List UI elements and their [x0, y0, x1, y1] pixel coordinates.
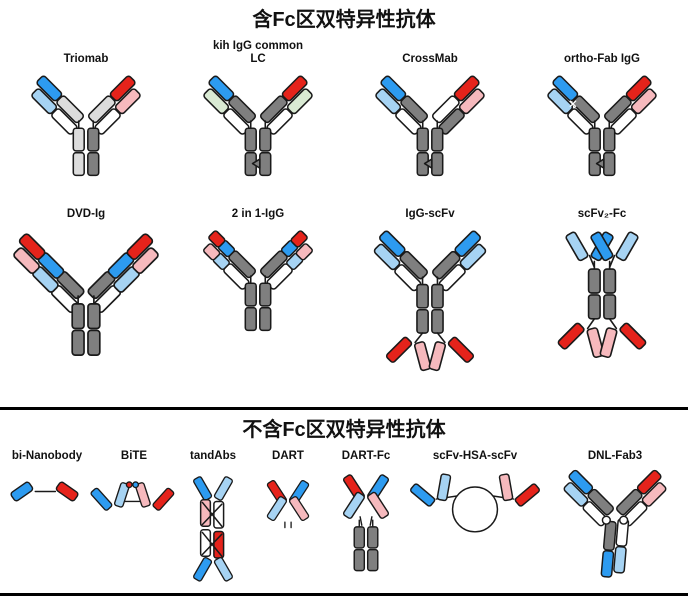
fc-stem: [587, 260, 617, 320]
antibody-label: Triomab: [63, 53, 109, 66]
dnl-module-ring: [601, 515, 611, 525]
scfv-hsa-scfv-structure: [407, 470, 543, 533]
no-fc-section-title: 不含Fc区双特异性抗体: [242, 419, 446, 441]
fc-stem: [71, 295, 101, 356]
fc-stem: [416, 276, 444, 334]
knob-into-hole: [251, 158, 261, 169]
section-divider: [0, 407, 688, 410]
knob-into-hole: [423, 158, 433, 169]
antibody-label: scFv₂-Fc: [577, 208, 627, 221]
no-fc-grid: bi-Nanobody BiTE tandAbs: [0, 442, 688, 588]
domain: [213, 500, 225, 529]
antibody-card-scfv-hsa-scfv: scFv-HSA-scFv: [407, 446, 543, 588]
dvd-ig-structure: [7, 231, 165, 356]
dnl-module-ring: [619, 515, 629, 525]
antibody-label: bi-Nanobody: [11, 450, 83, 463]
dart-structure: [265, 479, 311, 529]
bite-structure: [88, 479, 177, 515]
kih-igg-structure: [198, 74, 318, 177]
antibody-label: kih IgG common LC: [212, 39, 304, 66]
antibody-label: DVD-Ig: [66, 208, 106, 221]
knob-into-hole: [595, 158, 605, 169]
figure-bottom-rule: [0, 593, 688, 596]
antibody-label: tandAbs: [190, 450, 236, 463]
hsa-circle: [451, 486, 499, 533]
antibody-label: DART-Fc: [341, 450, 391, 463]
linker-line: [359, 516, 373, 526]
antibody-card-dvd-ig: DVD-Ig: [7, 195, 165, 374]
fc-section-title: 含Fc区双特异性抗体: [252, 9, 436, 31]
antibody-card-ortho-fab-igg: ortho-Fab IgG: [534, 40, 670, 181]
antibody-label: scFv-HSA-scFv: [432, 450, 518, 463]
crossover-line: [201, 501, 223, 527]
nanobody-domain-1: [10, 481, 34, 502]
antibody-label: BiTE: [120, 450, 148, 463]
fc-grid: Triomab kih IgG common LC CrossMab: [0, 32, 688, 375]
antibody-card-crossmab: CrossMab: [362, 40, 498, 181]
diabody-cross: [265, 479, 311, 522]
binding-tip-red: [125, 481, 133, 489]
fc-stem: [353, 519, 379, 572]
dvd-arm-left: [7, 231, 91, 315]
no-fc-section: 不含Fc区双特异性抗体 bi-Nanobody BiTE: [0, 418, 688, 588]
antibody-label: CrossMab: [402, 53, 458, 66]
dart-fc-structure: [342, 473, 390, 572]
fc-stem: [72, 120, 100, 177]
antibody-card-dnl-fab3: DNL-Fab3: [558, 446, 672, 588]
linker-line: [414, 332, 446, 344]
antibody-card-igg-scfv: IgG-scFv: [360, 195, 500, 375]
antibody-card-bite: BiTE: [86, 446, 182, 588]
crossover-line: [201, 531, 223, 557]
fab-arm-bottom: [600, 516, 630, 580]
scfv-right: [421, 331, 477, 375]
domain: [213, 530, 225, 559]
nanobody-domain-2: [55, 481, 79, 502]
antibody-label: ortho-Fab IgG: [563, 53, 640, 66]
antibody-card-tandabs: tandAbs: [182, 446, 244, 588]
diabody-cross: [342, 473, 390, 520]
antibody-card-dart-fc: DART-Fc: [328, 446, 404, 588]
bi-nanobody-structure: [10, 481, 79, 502]
fc-section: 含Fc区双特异性抗体 Triomab kih IgG common LC: [0, 8, 688, 407]
antibody-label: 2 in 1-IgG: [231, 208, 285, 221]
2in1-igg-structure: [198, 229, 318, 332]
antibody-card-scfv2-fc: scFv₂-Fc: [530, 195, 674, 374]
fc-stem: [244, 275, 272, 332]
scfv-left: [407, 470, 460, 513]
ortho-fab-igg-structure: [542, 74, 662, 177]
antibody-label: DART: [272, 450, 304, 463]
scfv-bottom-right: [592, 317, 649, 362]
binding-tip-blue: [132, 481, 140, 489]
scfv-bottom: [192, 556, 234, 583]
antibody-card-kih-igg: kih IgG common LC: [190, 40, 326, 181]
scfv2-fc-structure: [555, 230, 649, 362]
antibody-card-2in1-igg: 2 in 1-IgG: [190, 195, 326, 374]
dnl-fab3-structure: [558, 468, 672, 580]
tandabs-structure: [192, 475, 234, 583]
antibody-card-bi-nanobody: bi-Nanobody: [5, 446, 89, 588]
scfv-top: [192, 475, 234, 502]
linker-line: [586, 318, 618, 330]
antibody-card-dart: DART: [253, 446, 323, 588]
ortho-interface-mark: [569, 100, 577, 108]
antibody-label: DNL-Fab3: [587, 450, 643, 463]
antibody-label: IgG-scFv: [405, 208, 455, 221]
disulfide-tails: [284, 521, 292, 529]
crossmab-structure: [370, 74, 490, 177]
igg-scfv-structure: [368, 229, 492, 375]
triomab-structure: [26, 74, 146, 177]
scfv-right: [490, 470, 543, 513]
antibody-card-triomab: Triomab: [18, 40, 154, 181]
dvd-arm-right: [81, 231, 165, 315]
